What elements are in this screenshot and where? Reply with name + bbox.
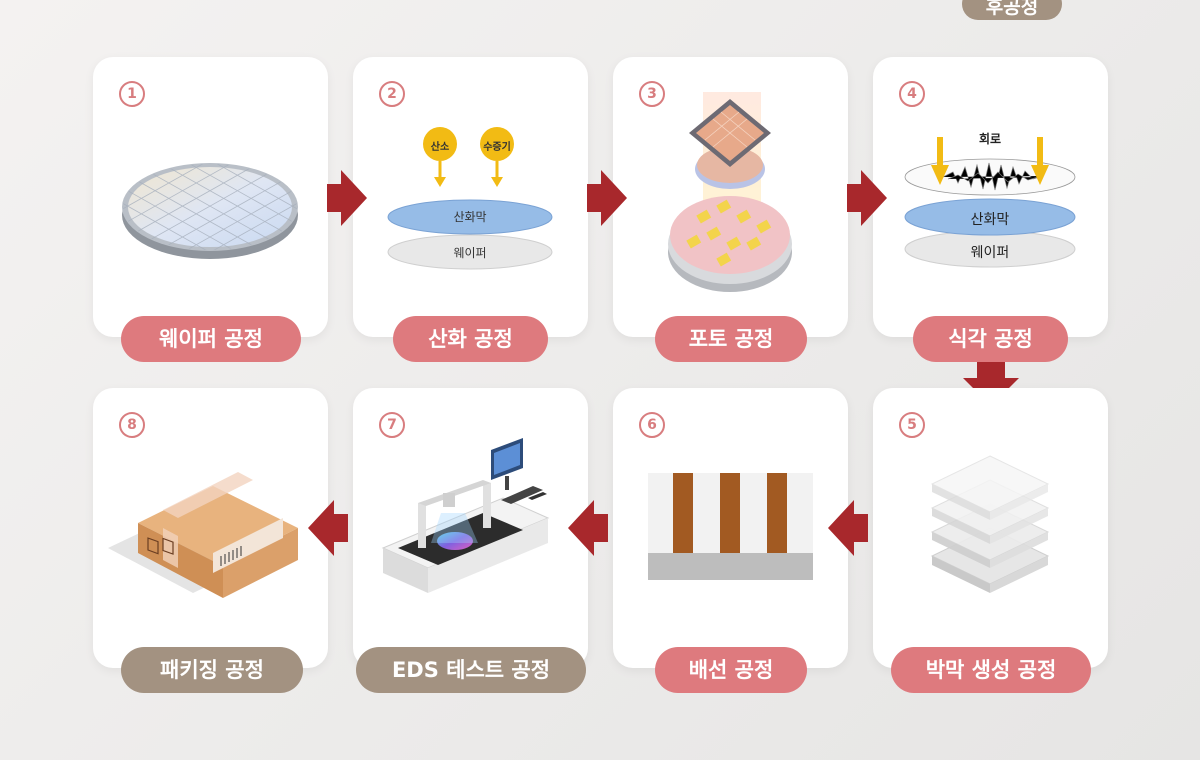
packaging-illustration — [108, 472, 298, 598]
step-card-oxidation[interactable]: 2 산소 수증기 산화막 웨이퍼 산화 공정 — [353, 57, 588, 362]
oxygen-label: 산소 — [430, 142, 450, 153]
step-number: 2 — [379, 81, 405, 107]
post-process-tab: 후공정 — [962, 0, 1062, 20]
step-card-etching[interactable]: 4 회로 산화막 웨이퍼 식각 공정 — [873, 57, 1108, 362]
step-label: 박막 생성 공정 — [891, 647, 1091, 693]
photo-illustration — [668, 92, 792, 292]
wafer-layer-label: 웨이퍼 — [970, 245, 1010, 261]
step-label: EDS 테스트 공정 — [356, 647, 586, 693]
thin-film-illustration — [930, 455, 1050, 593]
arrow-left-icon — [828, 500, 868, 556]
step-number: 1 — [119, 81, 145, 107]
step-label: 포토 공정 — [655, 316, 807, 362]
eds-test-illustration — [381, 438, 550, 593]
step-number: 8 — [119, 412, 145, 438]
step-number: 6 — [639, 412, 665, 438]
circuit-label: 회로 — [978, 132, 1002, 146]
arrow-right-icon — [327, 170, 367, 226]
step-number: 4 — [899, 81, 925, 107]
vapor-label: 수증기 — [483, 142, 511, 153]
step-card-thin-film[interactable]: 5 박막 생성 공정 — [873, 388, 1108, 693]
oxide-layer-label: 산화막 — [453, 210, 487, 224]
step-number: 7 — [379, 412, 405, 438]
arrow-right-icon — [847, 170, 887, 226]
arrow-down-icon — [963, 362, 1019, 406]
step-card-packaging[interactable]: 8 패키징 공정 — [93, 388, 328, 693]
arrow-right-icon — [587, 170, 627, 226]
step-card-eds-test[interactable]: 7 EDS 테스트 공정 — [353, 388, 588, 693]
step-label: 산화 공정 — [393, 316, 548, 362]
etching-illustration — [904, 137, 1076, 268]
step-label: 패키징 공정 — [121, 647, 303, 693]
metallization-illustration — [648, 473, 813, 580]
step-number: 3 — [639, 81, 665, 107]
step-number: 5 — [899, 412, 925, 438]
arrow-left-icon — [308, 500, 348, 556]
step-card-photo[interactable]: 3 포토 공정 — [613, 57, 848, 362]
oxide-layer-label: 산화막 — [970, 212, 1010, 228]
wafer-illustration — [122, 163, 298, 259]
step-card-wafer[interactable]: 1 웨이퍼 공정 — [93, 57, 328, 362]
step-card-metallization[interactable]: 6 배선 공정 — [613, 388, 848, 693]
step-label: 배선 공정 — [655, 647, 807, 693]
arrow-left-icon — [568, 500, 608, 556]
step-label: 식각 공정 — [913, 316, 1068, 362]
step-label: 웨이퍼 공정 — [121, 316, 301, 362]
oxidation-illustration — [387, 127, 553, 270]
wafer-layer-label: 웨이퍼 — [453, 246, 487, 260]
